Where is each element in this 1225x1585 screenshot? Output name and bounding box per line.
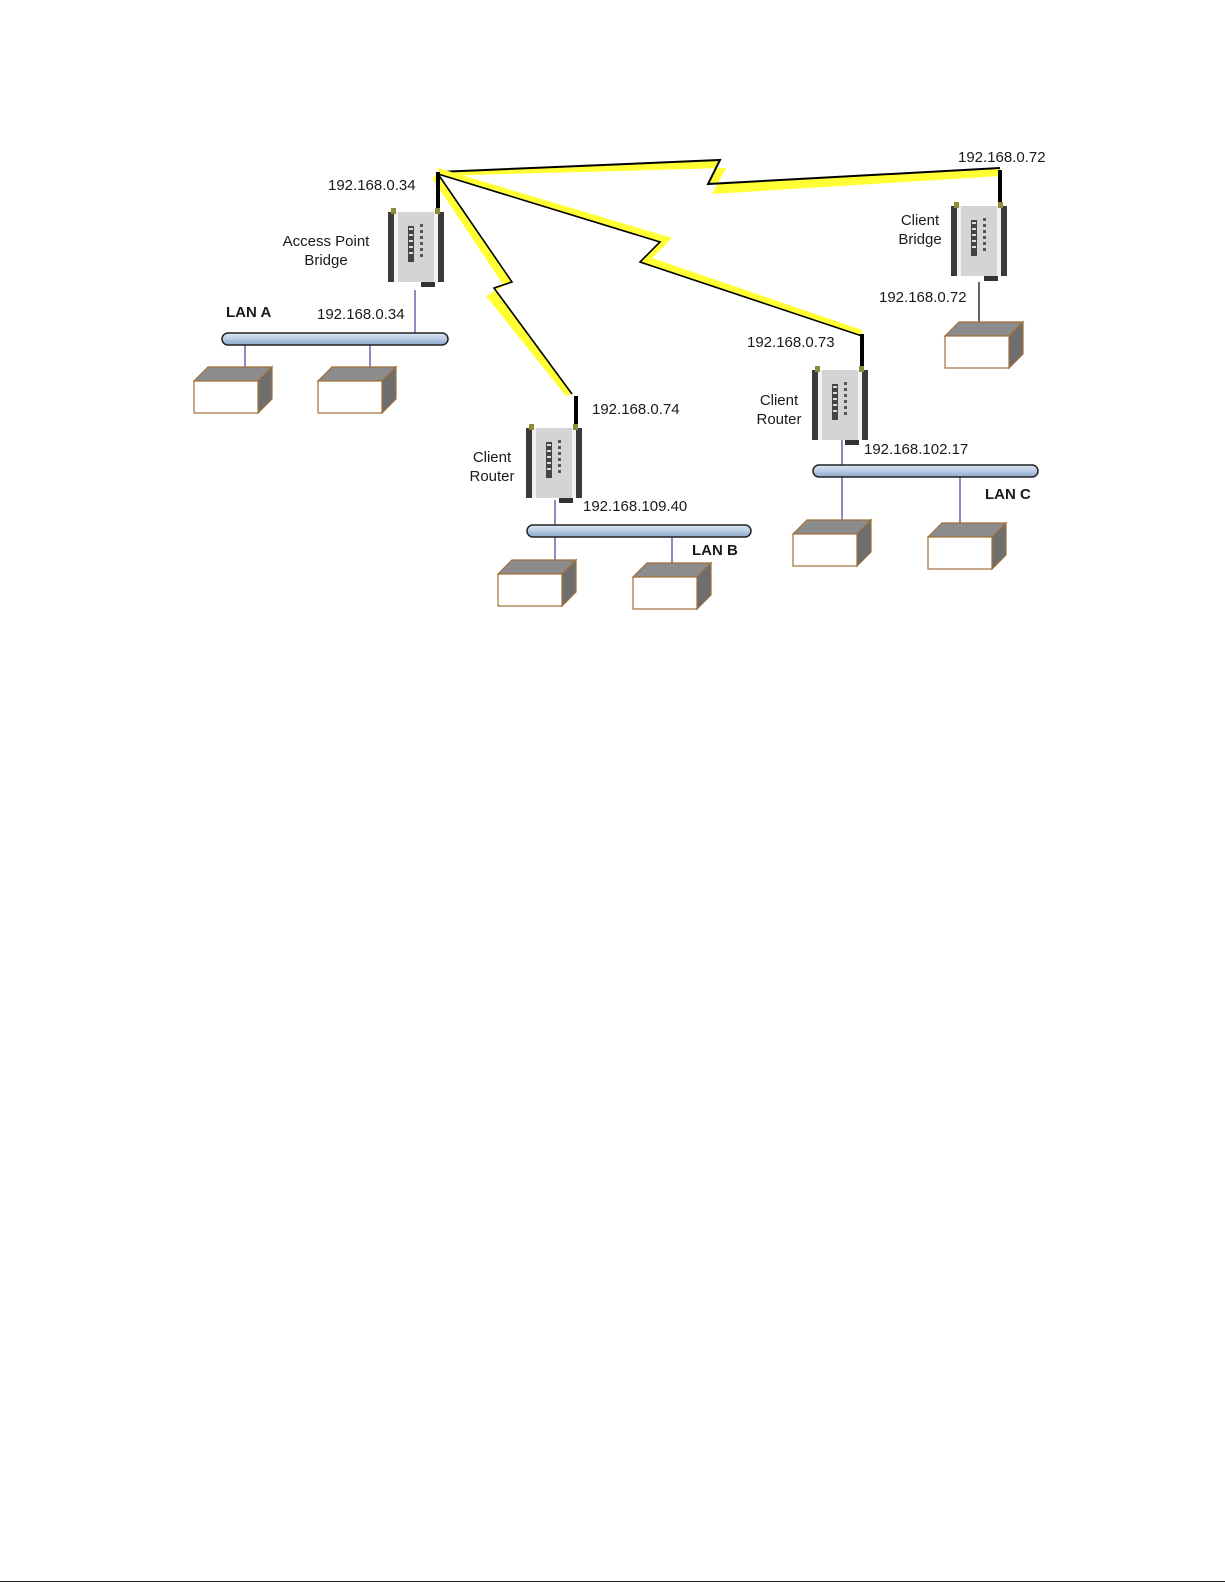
host-computer-icon: [318, 367, 396, 413]
cb-role-line2: Bridge: [898, 231, 941, 248]
lan-b-label: LAN B: [692, 542, 738, 559]
host-computer-icon: [793, 520, 871, 566]
ap-wireless-ip: 192.168.0.34: [328, 177, 416, 194]
crb-wireless-ip: 192.168.0.74: [592, 401, 680, 418]
crc-lan-ip: 192.168.102.17: [864, 441, 968, 458]
wireless-device-icon: [526, 424, 582, 503]
wireless-device-icon: [812, 366, 868, 445]
wireless-device-icon: [388, 208, 444, 287]
lan-c-label: LAN C: [985, 486, 1031, 503]
host-computer-icon: [945, 322, 1023, 368]
lan-c-bus: [813, 465, 1038, 477]
cb-lan-ip: 192.168.0.72: [879, 289, 967, 306]
host-computer-icon: [633, 563, 711, 609]
crb-role-line2: Router: [469, 468, 514, 485]
host-computer-icon: [498, 560, 576, 606]
crc-role-line2: Router: [756, 411, 801, 428]
lan-b-bus: [527, 525, 751, 537]
crc-wireless-ip: 192.168.0.73: [747, 334, 835, 351]
cb-role-line1: Client: [901, 212, 940, 229]
lan-a-bus: [222, 333, 448, 345]
cb-wireless-ip: 192.168.0.72: [958, 149, 1046, 166]
ap-role-line2: Bridge: [304, 252, 347, 269]
lightning-link-icon: [438, 160, 1000, 194]
page-bottom-rule: [0, 1581, 1225, 1582]
wireless-links: [432, 160, 1000, 396]
ap-role-line1: Access Point: [283, 233, 371, 250]
lan-a-label: LAN A: [226, 304, 271, 321]
crb-lan-ip: 192.168.109.40: [583, 498, 687, 515]
crc-role-line1: Client: [760, 392, 799, 409]
host-computer-icon: [194, 367, 272, 413]
ap-lan-ip: 192.168.0.34: [317, 306, 405, 323]
host-computer-icon: [928, 523, 1006, 569]
crb-role-line1: Client: [473, 449, 512, 466]
wireless-device-icon: [951, 202, 1007, 281]
